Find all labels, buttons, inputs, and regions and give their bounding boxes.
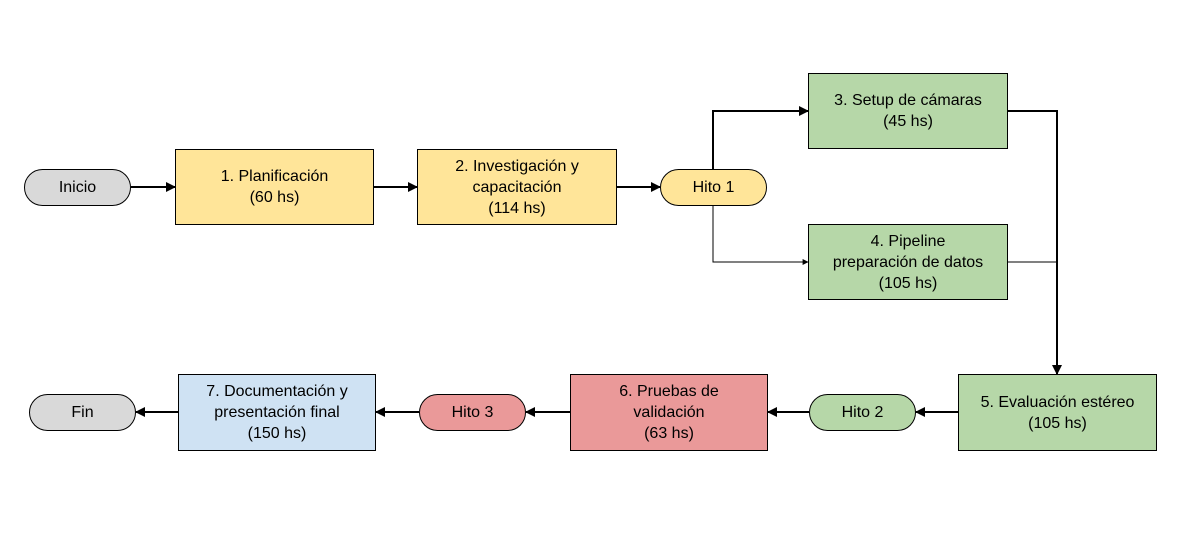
node-text: validación	[633, 404, 705, 421]
task-pipeline-datos: 4. Pipeline preparación de datos (105 hs…	[808, 224, 1008, 300]
node-text: 2. Investigación y	[455, 157, 579, 175]
task-evaluacion-estereo: 5. Evaluación estéreo (105 hs)	[958, 374, 1157, 451]
node-text: 1. Planificación	[220, 168, 329, 185]
node-hours: (150 hs)	[247, 425, 307, 442]
node-hours: (60 hs)	[249, 189, 300, 206]
node-text: 3. Setup de cámaras	[834, 92, 982, 109]
task-documentacion: 7. Documentación y presentación final (1…	[178, 374, 376, 451]
node-hours: (114 hs)	[488, 199, 546, 217]
node-hours: (105 hs)	[878, 274, 938, 292]
milestone-hito-3: Hito 3	[419, 394, 526, 431]
task-pruebas-validacion: 6. Pruebas de validación (63 hs)	[570, 374, 768, 451]
node-text: Hito 3	[451, 404, 494, 421]
task-setup-camaras: 3. Setup de cámaras (45 hs)	[808, 73, 1008, 149]
node-text: Hito 2	[841, 404, 884, 421]
start-terminal: Inicio	[24, 169, 131, 206]
node-text: Hito 1	[692, 179, 735, 196]
end-terminal: Fin	[29, 394, 136, 431]
node-hours: (45 hs)	[883, 113, 933, 130]
node-text: 4. Pipeline	[870, 232, 946, 250]
milestone-hito-1: Hito 1	[660, 169, 767, 206]
task-investigacion: 2. Investigación y capacitación (114 hs)	[417, 149, 617, 225]
edge-hito1-setup	[712, 106, 809, 169]
node-hours: (63 hs)	[644, 425, 694, 442]
task-planificacion: 1. Planificación (60 hs)	[175, 149, 374, 225]
node-text: 5. Evaluación estéreo	[980, 393, 1135, 411]
node-text: Inicio	[58, 179, 97, 196]
milestone-hito-2: Hito 2	[809, 394, 916, 431]
node-text: 7. Documentación y	[206, 383, 348, 400]
node-text: Fin	[71, 404, 94, 421]
node-hours: (105 hs)	[1028, 414, 1087, 432]
edge-setup-evaluacion	[1008, 110, 1062, 375]
edge-hito1-pipeline	[712, 205, 809, 265]
node-text: capacitación	[472, 178, 562, 196]
node-text: preparación de datos	[832, 253, 984, 271]
node-text: 6. Pruebas de	[619, 383, 719, 400]
node-text: presentación final	[214, 404, 340, 421]
